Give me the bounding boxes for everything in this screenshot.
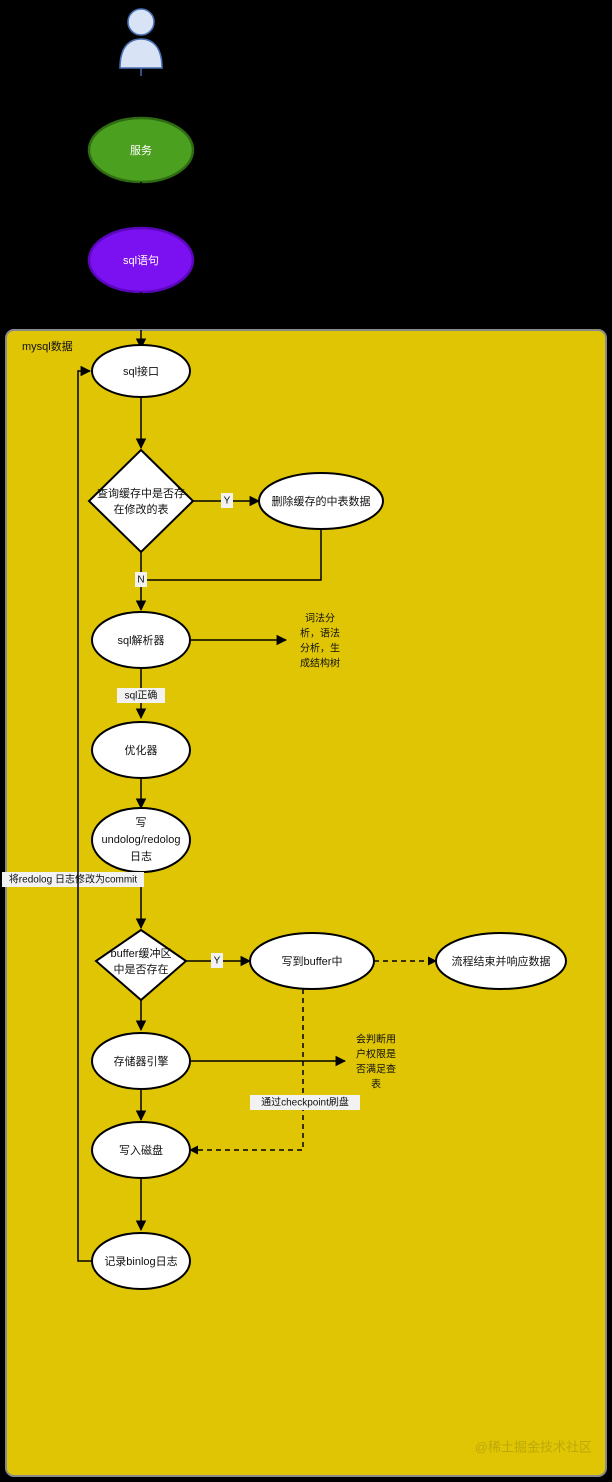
edge-label-redolog-commit: 将redolog 日志修改为commit bbox=[9, 873, 138, 886]
user-actor-icon bbox=[119, 8, 163, 76]
node-write-disk[interactable]: 写入磁盘 bbox=[91, 1121, 191, 1179]
node-write-buffer-label: 写到buffer中 bbox=[282, 955, 343, 968]
edge-label-redolog-bg bbox=[2, 872, 144, 887]
edge-label-cache-yes-bg bbox=[221, 493, 233, 508]
node-cache-check-line1: 查询缓存中是否存 bbox=[97, 486, 185, 500]
node-buffer-check-line1: buffer缓冲区 bbox=[111, 946, 172, 960]
edge-label-cache-yes: Y bbox=[224, 496, 231, 507]
node-cache-check-line2: 在修改的表 bbox=[114, 502, 169, 516]
mysql-panel-title: mysql数据 bbox=[22, 339, 73, 353]
note-parser-line4: 成结构树 bbox=[300, 657, 340, 670]
note-parser: 词法分 析，语法 分析，生 成结构树 bbox=[300, 612, 340, 670]
note-engine-line1: 会判断用 bbox=[356, 1033, 396, 1046]
node-cache-check[interactable]: 查询缓存中是否存 在修改的表 bbox=[87, 448, 195, 554]
edge-label-checkpoint: 通过checkpoint刷盘 bbox=[261, 1096, 349, 1109]
node-delete-cache[interactable]: 删除缓存的中表数据 bbox=[258, 472, 384, 530]
node-binlog-label: 记录binlog日志 bbox=[104, 1255, 177, 1268]
node-sql-statement[interactable]: sql语句 bbox=[87, 226, 195, 294]
edge-label-sqlok-bg bbox=[117, 688, 165, 703]
node-buffer-check-line2: 中是否存在 bbox=[114, 962, 169, 976]
node-service[interactable]: 服务 bbox=[87, 116, 195, 184]
edge-label-sql-ok: sql正确 bbox=[125, 689, 158, 702]
note-engine-line2: 户权限是 bbox=[356, 1048, 396, 1061]
node-storage-engine-label: 存储器引擎 bbox=[114, 1054, 169, 1068]
note-engine-line3: 否满足查 bbox=[356, 1063, 396, 1076]
node-flow-end-label: 流程结束并响应数据 bbox=[452, 954, 551, 968]
node-optimizer[interactable]: 优化器 bbox=[91, 721, 191, 779]
node-sql-interface[interactable]: sql接口 bbox=[91, 344, 191, 398]
note-engine: 会判断用 户权限是 否满足查 表 bbox=[356, 1033, 396, 1091]
edge-binlog-feedback-to-interface bbox=[77, 365, 92, 1262]
node-sql-interface-label: sql接口 bbox=[123, 365, 159, 378]
edge-label-cache-no-bg bbox=[135, 572, 147, 587]
edge-label-buffer-yes-bg bbox=[211, 953, 223, 968]
watermark: @稀土掘金技术社区 bbox=[475, 1439, 592, 1454]
edge-label-cache-no: N bbox=[137, 575, 144, 586]
node-write-logs-line1: 写 bbox=[136, 817, 147, 829]
note-engine-line4: 表 bbox=[371, 1078, 381, 1091]
note-parser-line1: 词法分 bbox=[305, 612, 335, 625]
node-buffer-check[interactable]: buffer缓冲区 中是否存在 bbox=[94, 928, 188, 1002]
edge-label-checkpoint-bg bbox=[250, 1095, 360, 1110]
node-binlog[interactable]: 记录binlog日志 bbox=[91, 1232, 191, 1290]
node-delete-cache-label: 删除缓存的中表数据 bbox=[272, 494, 371, 508]
node-storage-engine[interactable]: 存储器引擎 bbox=[91, 1032, 191, 1090]
node-sql-parser-label: sql解析器 bbox=[117, 633, 164, 647]
node-flow-end[interactable]: 流程结束并响应数据 bbox=[435, 932, 567, 990]
top-black-background bbox=[0, 0, 612, 330]
edge-deletecache-back bbox=[141, 529, 322, 581]
node-write-logs-line2: undolog/redolog bbox=[102, 834, 181, 846]
note-parser-line2: 析，语法 bbox=[300, 627, 340, 640]
node-optimizer-label: 优化器 bbox=[125, 743, 158, 757]
node-write-disk-label: 写入磁盘 bbox=[119, 1143, 163, 1157]
node-write-buffer[interactable]: 写到buffer中 bbox=[249, 932, 375, 990]
node-service-label: 服务 bbox=[130, 144, 152, 157]
node-sql-statement-label: sql语句 bbox=[123, 254, 159, 267]
node-sql-parser[interactable]: sql解析器 bbox=[91, 611, 191, 669]
edge-label-buffer-yes: Y bbox=[214, 956, 221, 967]
note-parser-line3: 分析，生 bbox=[300, 642, 340, 655]
node-write-logs-line3: 日志 bbox=[130, 850, 152, 863]
edge-checkpoint-to-disk bbox=[189, 989, 304, 1155]
node-write-logs[interactable]: 写 undolog/redolog 日志 bbox=[91, 807, 191, 873]
